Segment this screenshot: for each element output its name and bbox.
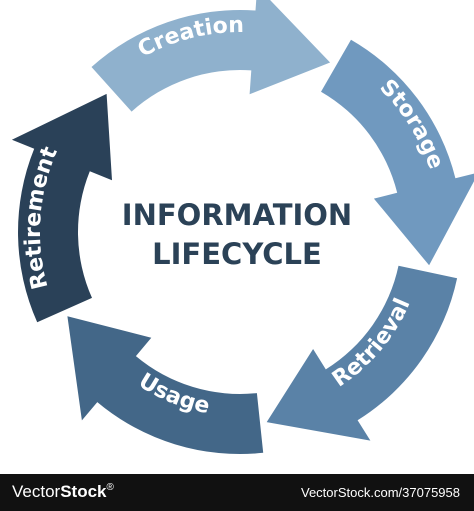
diagram-title: INFORMATION LIFECYCLE [87, 196, 387, 274]
stage-arrow-retrieval [266, 265, 458, 441]
stage-arrow-storage [321, 39, 474, 266]
title-line-1: INFORMATION [121, 198, 353, 232]
title-line-2: LIFECYCLE [152, 237, 322, 271]
footer-bar: VectorStock® VectorStock.com/37075958 [0, 474, 474, 511]
stage-arrow-creation [91, 0, 331, 112]
image-id: VectorStock.com/37075958 [301, 485, 460, 500]
stage-arrow-retirement [11, 93, 112, 323]
brand-vector: Vector [12, 482, 61, 501]
brand-stock: Stock [60, 482, 107, 501]
vectorstock-logo[interactable]: VectorStock® [12, 482, 114, 501]
stage-arrow-usage [67, 316, 264, 455]
